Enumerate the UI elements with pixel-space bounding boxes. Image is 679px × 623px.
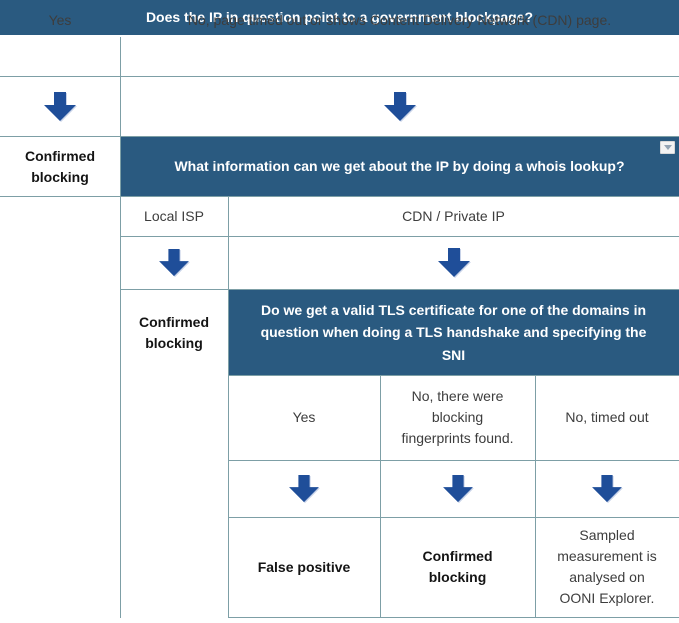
down-arrow-icon (437, 248, 470, 277)
outcome-confirmed-blocking-3: Confirmed blocking (422, 548, 493, 585)
arrow-cell (380, 460, 535, 517)
outcome-sampled-measurement: Sampled measurement is analysed on OONI … (557, 527, 657, 606)
divider (120, 236, 679, 237)
divider (228, 196, 229, 618)
down-arrow-icon (159, 249, 189, 277)
divider (228, 375, 679, 376)
divider (0, 196, 679, 197)
arrow-cell (228, 236, 679, 290)
arrow-cell (228, 460, 380, 517)
chevron-down-icon (663, 145, 672, 150)
outcome-false-positive: False positive (257, 558, 351, 575)
down-arrow-icon (383, 92, 416, 121)
question-blockpage: Does the IP in question point to a gover… (0, 0, 679, 35)
question-whois-label: What information can we get about the IP… (174, 158, 625, 174)
answer-q3-timeout: No, timed out (565, 409, 649, 425)
divider (228, 617, 679, 618)
divider (380, 375, 381, 617)
question-tls: Do we get a valid TLS certificate for on… (228, 290, 679, 375)
question-whois: What information can we get about the IP… (120, 137, 679, 196)
divider (120, 289, 679, 290)
answer-q1-yes: Yes (48, 11, 72, 28)
arrow-cell (120, 77, 679, 137)
arrow-cell (535, 460, 679, 517)
down-arrow-icon (442, 474, 473, 502)
down-arrow-icon (289, 474, 319, 502)
arrow-cell (0, 77, 120, 137)
arrow-cell (120, 236, 228, 290)
divider (0, 76, 679, 77)
divider (535, 375, 536, 617)
divider (120, 37, 121, 618)
dropdown-button[interactable] (660, 141, 675, 154)
answer-q3-yes: Yes (292, 409, 316, 425)
down-arrow-icon (592, 474, 622, 502)
outcome-confirmed-blocking-2: Confirmed blocking (139, 313, 209, 351)
outcome-confirmed-blocking-1: Confirmed blocking (25, 147, 95, 185)
answer-q3-fingerprints: No, there were blocking fingerprints fou… (401, 388, 514, 446)
divider (0, 136, 679, 137)
down-arrow-icon (44, 92, 76, 121)
divider (228, 517, 679, 518)
answer-q2-cdn: CDN / Private IP (402, 207, 505, 224)
divider (228, 460, 679, 461)
answer-q1-no: No, page timed out or shows Content Deli… (187, 11, 612, 28)
answer-q2-local-isp: Local ISP (144, 207, 204, 224)
